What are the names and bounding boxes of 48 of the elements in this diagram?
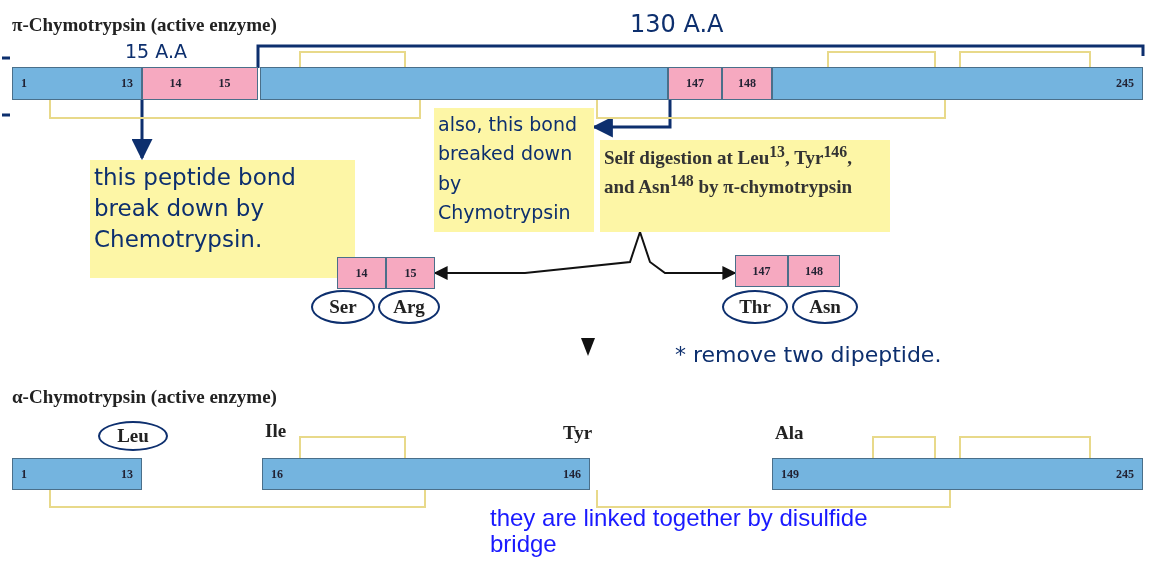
peptide-chain-segment bbox=[772, 458, 1143, 490]
disulfide-bridge bbox=[49, 99, 421, 119]
circled-residue: Leu bbox=[98, 421, 168, 451]
circled-residue: Thr bbox=[722, 290, 788, 324]
circled-residue: Ser bbox=[311, 290, 375, 324]
residue-number: 146 bbox=[563, 466, 581, 482]
residue-number: 245 bbox=[1116, 466, 1134, 482]
circled-residue: Arg bbox=[378, 290, 440, 324]
peptide-chain-segment: 14 bbox=[337, 257, 386, 289]
dimension-label: 15 A.A bbox=[125, 40, 187, 62]
dimension-label: 130 A.A bbox=[630, 10, 724, 38]
arrow bbox=[131, 100, 153, 161]
disulfide-bridge bbox=[596, 489, 951, 508]
peptide-chain-segment bbox=[260, 67, 668, 100]
peptide-chain-segment bbox=[772, 67, 1143, 100]
circled-residue: Asn bbox=[792, 290, 858, 324]
arrow bbox=[639, 231, 737, 280]
residue-number: 16 bbox=[271, 466, 283, 482]
residue-label: Tyr bbox=[563, 422, 593, 444]
residue-number: 149 bbox=[781, 466, 799, 482]
residue-number: 1 bbox=[21, 76, 27, 91]
annotation: they are linked together by disulfide bridge bbox=[490, 505, 869, 558]
residue-number: 13 bbox=[121, 466, 133, 482]
handwritten-note: * remove two dipeptide. bbox=[675, 342, 942, 367]
heading: α-Chymotrypsin (active enzyme) bbox=[12, 386, 277, 408]
residue-number: 245 bbox=[1116, 76, 1134, 91]
residue-number: 13 bbox=[121, 76, 133, 91]
handwritten-note: also, this bond breaked down by Chymotrypsin bbox=[434, 108, 594, 232]
note-text: Self digestion at Leu$^{13}$, Tyr$^{146}$, and Asn$^{148}$ by π-chymotrypsin bbox=[600, 140, 890, 232]
residue-number: 1 bbox=[21, 466, 27, 482]
residue-label: Ala bbox=[775, 422, 804, 444]
peptide-chain-segment: 147 bbox=[735, 255, 788, 287]
peptide-chain-segment: 148 bbox=[722, 67, 772, 100]
peptide-chain-segment: 147 bbox=[668, 67, 722, 100]
peptide-chain-segment: 15 bbox=[386, 257, 435, 289]
peptide-chain-segment bbox=[262, 458, 590, 490]
residue-label: Ile bbox=[265, 420, 287, 442]
peptide-chain-segment bbox=[12, 67, 142, 100]
heading: π-Chymotrypsin (active enzyme) bbox=[12, 14, 277, 36]
disulfide-bridge bbox=[49, 489, 426, 508]
arrow bbox=[433, 231, 641, 280]
peptide-chain-segment bbox=[12, 458, 142, 490]
residue-number: 14 bbox=[169, 76, 182, 91]
disulfide-bridge bbox=[596, 99, 946, 119]
handwritten-note: this peptide bond break down by Chemotrypsin. bbox=[90, 160, 355, 278]
peptide-chain-segment: 148 bbox=[788, 255, 840, 287]
residue-number: 15 bbox=[218, 76, 231, 91]
peptide-chain-segment bbox=[142, 67, 258, 100]
